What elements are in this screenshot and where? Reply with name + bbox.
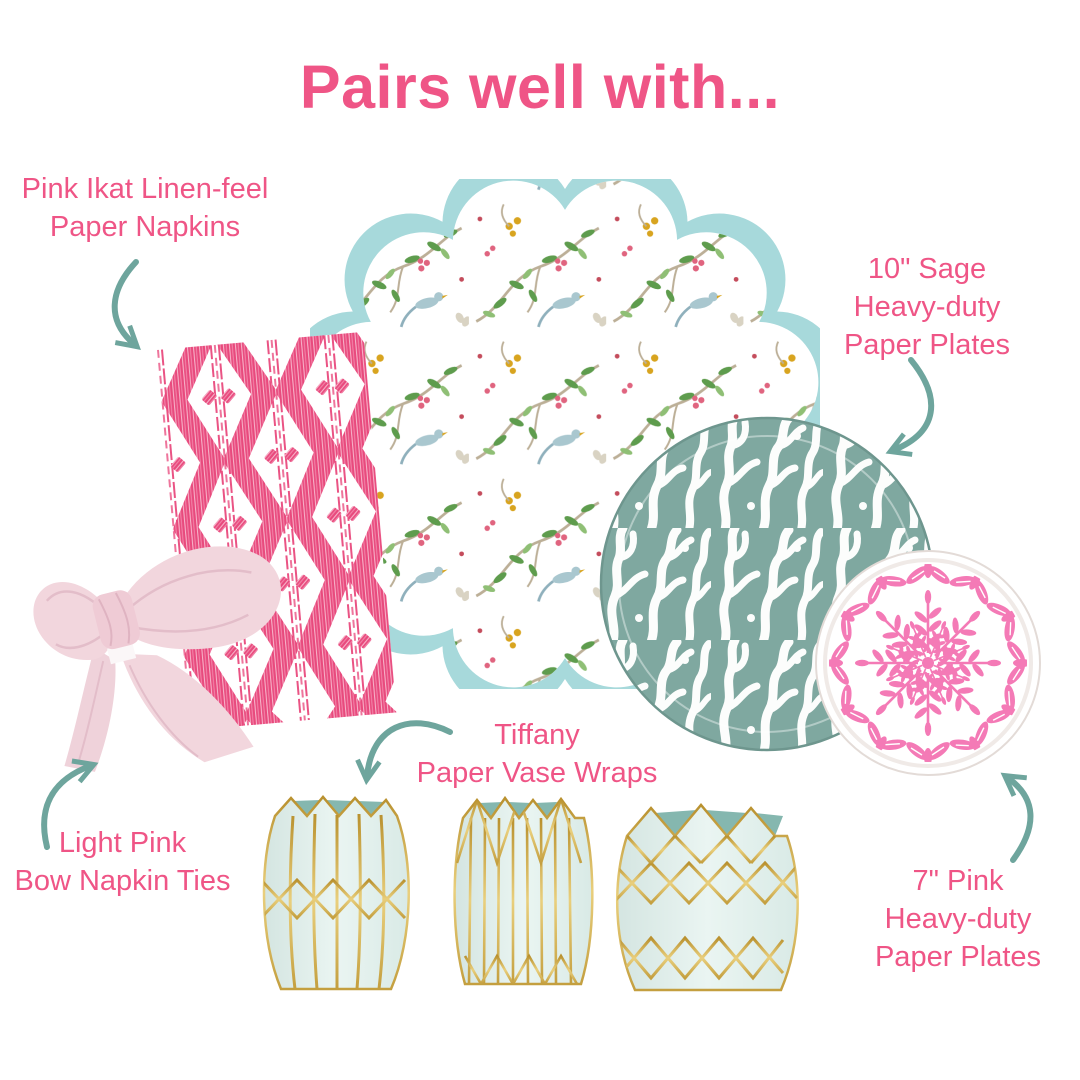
label-line: Tiffany: [494, 719, 580, 751]
label-line: Paper Plates: [874, 941, 1042, 973]
page-title: Pairs well with...: [299, 53, 781, 121]
label-vase-wraps: Tiffany Paper Vase Wraps: [397, 716, 677, 792]
label-pink-ikat-napkins: Pink Ikat Linen-feel Paper Napkins: [3, 170, 287, 246]
label-line: Paper Napkins: [49, 211, 241, 243]
pink-plates-arrow-icon: [1000, 772, 1034, 863]
label-line: Bow Napkin Ties: [14, 865, 231, 897]
vase-wrap-lattice-image: [616, 803, 799, 992]
label-line: Light Pink: [58, 827, 187, 859]
label-line: 10" Sage: [867, 253, 987, 285]
label-bow-napkin-ties: Light Pink Bow Napkin Ties: [0, 824, 245, 900]
vase-wrap-pleated-image: [262, 795, 410, 991]
bow-knot: [92, 590, 140, 665]
vase-wrap-accordion-image: [453, 795, 594, 986]
label-line: Paper Vase Wraps: [416, 757, 658, 789]
ikat-column-borders: [156, 334, 367, 731]
napkins-arrow-icon: [111, 259, 141, 350]
bow-loops: [33, 546, 282, 660]
label-pink-plates: 7" Pink Heavy-duty Paper Plates: [838, 862, 1078, 976]
label-line: Pink Ikat Linen-feel: [21, 173, 269, 205]
pink-paper-plate-image: [815, 550, 1041, 776]
tiffany-vase-wraps-image: [262, 795, 799, 992]
label-line: 7" Pink: [912, 865, 1004, 897]
label-line: Heavy-duty: [884, 903, 1032, 935]
label-sage-plates: 10" Sage Heavy-duty Paper Plates: [800, 250, 1054, 364]
pink-leaf-pattern: [829, 564, 1027, 762]
label-line: Heavy-duty: [853, 291, 1001, 323]
light-pink-bow-image: [33, 546, 282, 772]
label-line: Paper Plates: [843, 329, 1011, 361]
bow-tails: [64, 647, 254, 772]
